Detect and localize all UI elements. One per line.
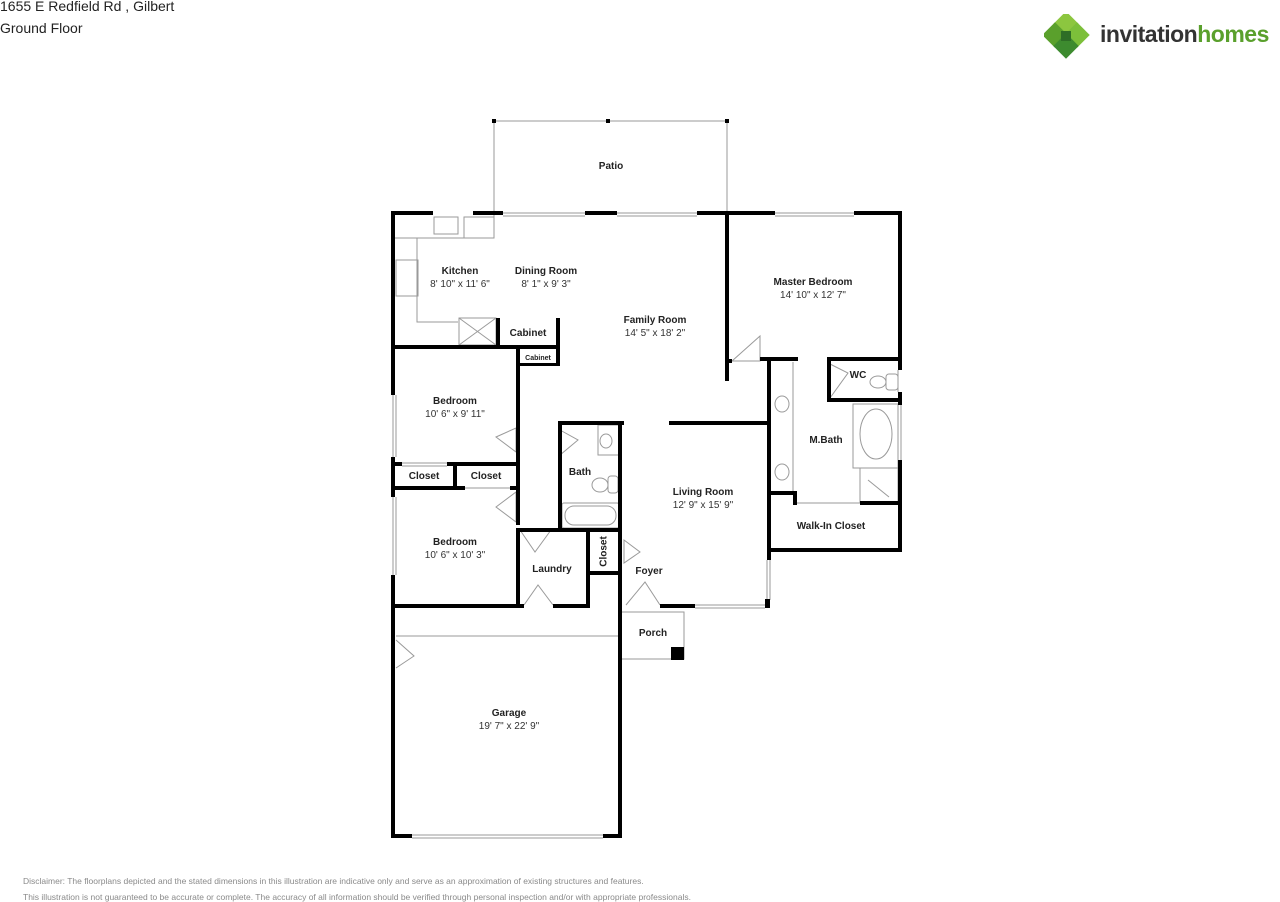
room-dimensions: 8' 10" x 11' 6" [430,279,490,290]
room-garage: Garage 19' 7" x 22' 9" [479,707,539,733]
room-name: Cabinet [509,328,547,339]
logo-word-invitation: invitation [1100,21,1198,47]
room-laundry: Laundry [532,563,571,576]
room-name: Bedroom [433,537,477,548]
room-name: Dining Room [514,266,578,277]
room-foyer: Foyer [635,565,662,578]
room-dining: Dining Room 8' 1" x 9' 3" [515,265,577,291]
room-closet-3: Closet [598,536,611,567]
room-porch: Porch [639,627,667,640]
room-master-bedroom: Master Bedroom 14' 10" x 12' 7" [774,276,853,302]
room-dimensions: 12' 9" x 15' 9" [672,500,734,511]
room-dimensions: 19' 7" x 22' 9" [478,721,540,732]
room-name: Bedroom [433,396,477,407]
room-name: Closet [598,536,610,567]
room-living: Living Room 12' 9" x 15' 9" [673,486,734,512]
room-name: WC [849,370,867,381]
logo-word-homes: homes [1197,21,1269,47]
room-cabinet-small: Cabinet [525,352,551,365]
room-dimensions: 10' 6" x 10' 3" [424,550,486,561]
disclaimer-line-2: This illustration is not guaranteed to b… [23,892,691,902]
room-wc: WC [850,369,867,382]
room-cabinet: Cabinet [510,327,547,340]
room-patio: Patio [599,160,623,173]
room-family: Family Room 14' 5" x 18' 2" [624,314,687,340]
floor-name: Ground Floor [0,20,83,36]
room-name: Foyer [635,566,663,577]
room-dimensions: 8' 1" x 9' 3" [521,279,571,290]
room-name: Garage [491,708,527,719]
room-kitchen: Kitchen 8' 10" x 11' 6" [430,265,490,291]
room-name: Family Room [623,315,687,326]
room-name: Master Bedroom [773,277,853,288]
room-dimensions: 10' 6" x 9' 11" [425,409,485,420]
room-name: Cabinet [525,355,551,362]
invitation-homes-logo: invitationhomes [1042,11,1280,60]
room-bath: Bath [569,466,591,479]
room-name: Patio [598,161,624,172]
room-name: Porch [638,628,668,639]
room-bedroom-1: Bedroom 10' 6" x 9' 11" [425,395,485,421]
room-name: Living Room [672,487,734,498]
room-dimensions: 14' 5" x 18' 2" [624,328,686,339]
green-diamond-logo-icon [1042,11,1090,59]
room-name: Bath [568,467,592,478]
room-walk-in-closet: Walk-In Closet [797,520,866,533]
room-name: M.Bath [809,435,843,446]
room-master-bath: M.Bath [809,434,842,447]
room-closet-2: Closet [471,470,502,483]
room-name: Laundry [532,564,572,575]
room-name: Kitchen [441,266,479,277]
room-name: Closet [470,471,502,482]
room-bedroom-2: Bedroom 10' 6" x 10' 3" [425,536,485,562]
room-dimensions: 14' 10" x 12' 7" [780,290,846,301]
room-name: Walk-In Closet [796,521,866,532]
room-closet-1: Closet [409,470,440,483]
property-address: 1655 E Redfield Rd , Gilbert [0,0,175,14]
logo-wordmark: invitationhomes [1100,21,1269,48]
disclaimer-line-1: Disclaimer: The floorplans depicted and … [23,876,644,886]
room-name: Closet [408,471,440,482]
